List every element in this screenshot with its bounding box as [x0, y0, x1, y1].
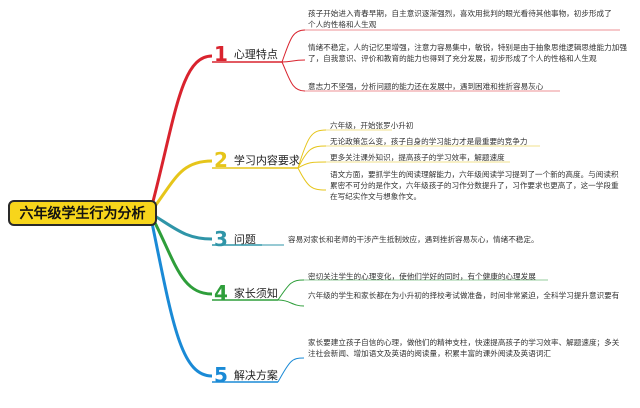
- branch-2[interactable]: 2 学习内容要求: [214, 150, 300, 170]
- branch-4-label: 家长须知: [233, 287, 278, 300]
- branch-2-leaf-3: 更多关注课外知识，提高孩子的学习效率，解题速度: [330, 153, 505, 162]
- connector-branch-5: [148, 212, 213, 378]
- branch-1-label: 心理特点: [233, 48, 278, 61]
- branch-1-number: 1: [214, 42, 228, 66]
- branch-2-leaf-1: 六年级，开始张罗小升初: [330, 121, 414, 130]
- branch-5-leaf-1: 家长要建立孩子自信的心理，做他们的精神支柱，快速提高孩子的学习效率、解题速度；多…: [308, 338, 620, 358]
- branch-4-leaf-1: 密切关注学生的心理变化，使他们学好的同时，有个健康的心理发展: [308, 272, 536, 281]
- branch-2-leaf-4: 语文方面，要抓学生的阅读理解能力，六年级阅读学习提到了一个新的高度。与阅读积累密…: [330, 170, 619, 201]
- branch-3-label: 问题: [233, 233, 256, 246]
- branch-5-number: 5: [214, 363, 228, 387]
- branch-4-number: 4: [214, 281, 228, 305]
- branch-4-leaf-2: 六年级的学生和家长都在为小升初的择校考试做准备，时间非常紧迫，全科学习提升意识要…: [308, 291, 620, 300]
- branch-4[interactable]: 4 家长须知: [214, 283, 278, 303]
- branch-5[interactable]: 5 解决方案: [214, 365, 278, 385]
- branch-1-leaf-1: 孩子开始进入青春早期，自主意识逐渐强烈，喜欢用批判的眼光看待其他事物，初步形成了…: [308, 9, 612, 29]
- branch-3[interactable]: 3 问题: [214, 229, 256, 249]
- branch-1[interactable]: 1 心理特点: [214, 44, 278, 64]
- branch-2-number: 2: [214, 148, 228, 172]
- connector-branch-2: [148, 159, 213, 214]
- branch-2-leaf-2: 无论政策怎么变，孩子自身的学习能力才是最重要的竞争力: [330, 137, 528, 146]
- connector-branch-1: [148, 54, 213, 214]
- branch-3-leaf-1: 容易对家长和老师的干涉产生抵制效应，遇到挫折容易灰心，情绪不稳定。: [288, 235, 539, 244]
- root-node[interactable]: 六年级学生行为分析: [8, 200, 157, 226]
- branch-1-leaf-2: 情绪不稳定，人的记忆里增强，注意力容易集中，敏锐，特别是由于抽象思维逻辑思维能力…: [308, 43, 627, 63]
- branch-3-number: 3: [214, 227, 228, 251]
- branch-2-label: 学习内容要求: [233, 154, 300, 167]
- branch-1-leaf-3: 意志力不坚强，分析问题的能力还在发展中，遇到困难和挫折容易灰心: [308, 82, 544, 91]
- branch-5-label: 解决方案: [233, 369, 278, 382]
- connector-branch-4: [148, 212, 213, 296]
